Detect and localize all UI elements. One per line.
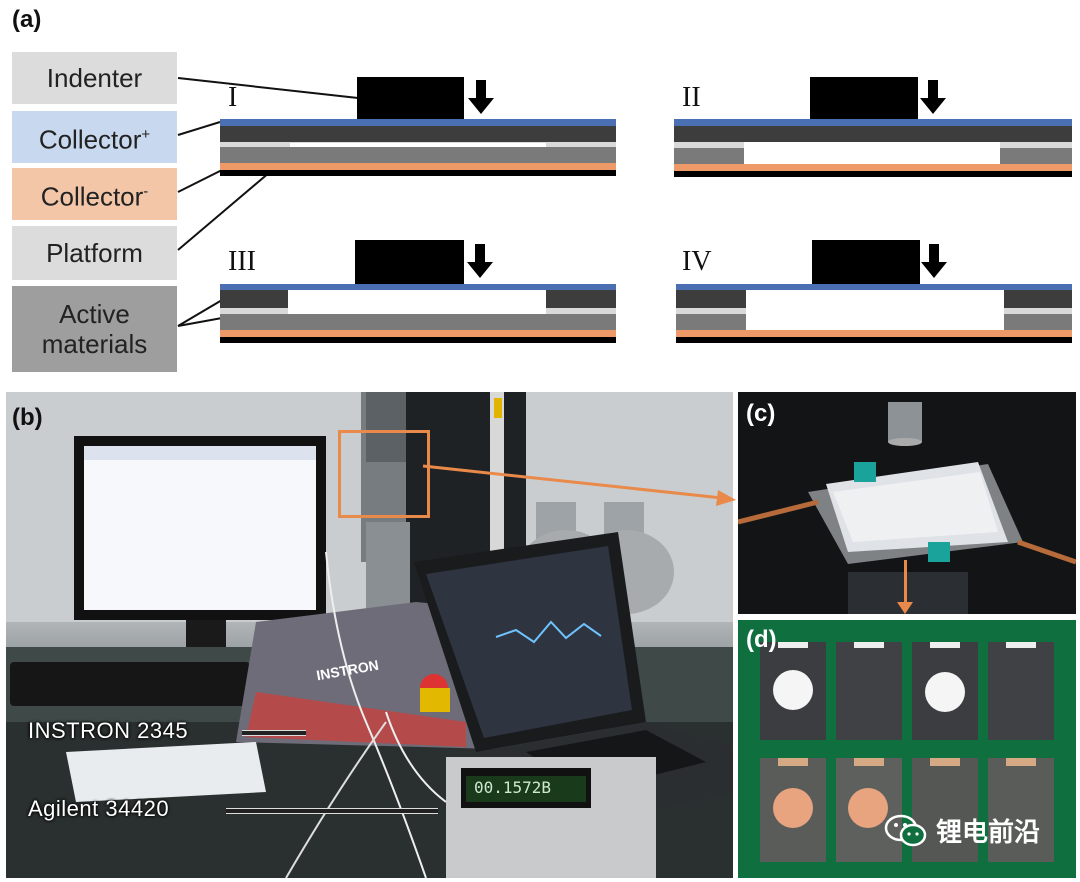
stage-ii-stack bbox=[674, 77, 1072, 177]
stage-label-i: I bbox=[228, 82, 238, 113]
down-arrow-icon bbox=[897, 602, 913, 614]
closeup-scene bbox=[738, 402, 1076, 614]
label-agilent-34420: Agilent 34420 bbox=[28, 796, 170, 821]
down-arrow-icon bbox=[468, 80, 494, 114]
indenter-block bbox=[812, 240, 920, 284]
legend-collector-positive-label: Collector+ bbox=[38, 124, 151, 155]
photo-closeup bbox=[738, 392, 1076, 614]
down-arrow-icon bbox=[920, 80, 946, 114]
electrode-row-top bbox=[760, 642, 1054, 740]
lab-scene bbox=[6, 392, 733, 878]
label-instron-2345: INSTRON 2345 bbox=[28, 718, 189, 743]
panel-label-b: (b) bbox=[12, 404, 43, 431]
panel-label-d: (d) bbox=[746, 626, 777, 653]
indenter-block bbox=[355, 240, 464, 284]
zoom-highlight-box bbox=[338, 430, 430, 518]
legend-platform-label: Platform bbox=[46, 238, 143, 268]
down-arrow-icon bbox=[921, 244, 947, 278]
multimeter-reading: 00.1572B bbox=[474, 778, 552, 797]
stage-label-iv: IV bbox=[682, 246, 712, 277]
legend-collector-negative: Collector- bbox=[12, 168, 177, 220]
stage-i-stack bbox=[220, 77, 616, 176]
legend-indenter-label: Indenter bbox=[46, 63, 143, 93]
legend-active-line2: materials bbox=[41, 329, 148, 359]
stage-label-iii: III bbox=[228, 246, 256, 277]
legend-indenter: Indenter bbox=[12, 52, 177, 104]
stage-iii-stack bbox=[220, 240, 616, 343]
watermark: 锂电前沿 bbox=[884, 812, 1040, 849]
battery-schematic bbox=[177, 77, 1072, 343]
down-arrow-icon bbox=[467, 244, 493, 278]
legend-collector-positive: Collector+ bbox=[12, 111, 177, 163]
closeup-down-arrow-line bbox=[904, 560, 907, 604]
photo-lab-setup: INSTRON 00.1572B INSTRON 2345 Agilent 34… bbox=[6, 392, 733, 878]
leader-instron bbox=[242, 730, 306, 736]
leader-lines bbox=[177, 77, 359, 327]
legend-active-line1: Active bbox=[59, 299, 130, 329]
legend-collector-negative-label: Collector- bbox=[40, 181, 149, 212]
stage-label-ii: II bbox=[682, 82, 701, 113]
wechat-icon bbox=[884, 814, 927, 846]
panel-label-a: (a) bbox=[12, 6, 42, 33]
legend-active-materials: Active materials bbox=[12, 286, 177, 372]
indenter-block bbox=[810, 77, 918, 119]
electrode-grid bbox=[760, 642, 1054, 862]
leader-agilent bbox=[226, 808, 438, 814]
indenter-block bbox=[357, 77, 464, 119]
watermark-text: 锂电前沿 bbox=[936, 818, 1041, 848]
electrode-row-bottom bbox=[760, 758, 1054, 862]
legend-platform: Platform bbox=[12, 226, 177, 280]
panel-label-c: (c) bbox=[746, 400, 776, 427]
stage-iv-stack bbox=[676, 240, 1072, 343]
